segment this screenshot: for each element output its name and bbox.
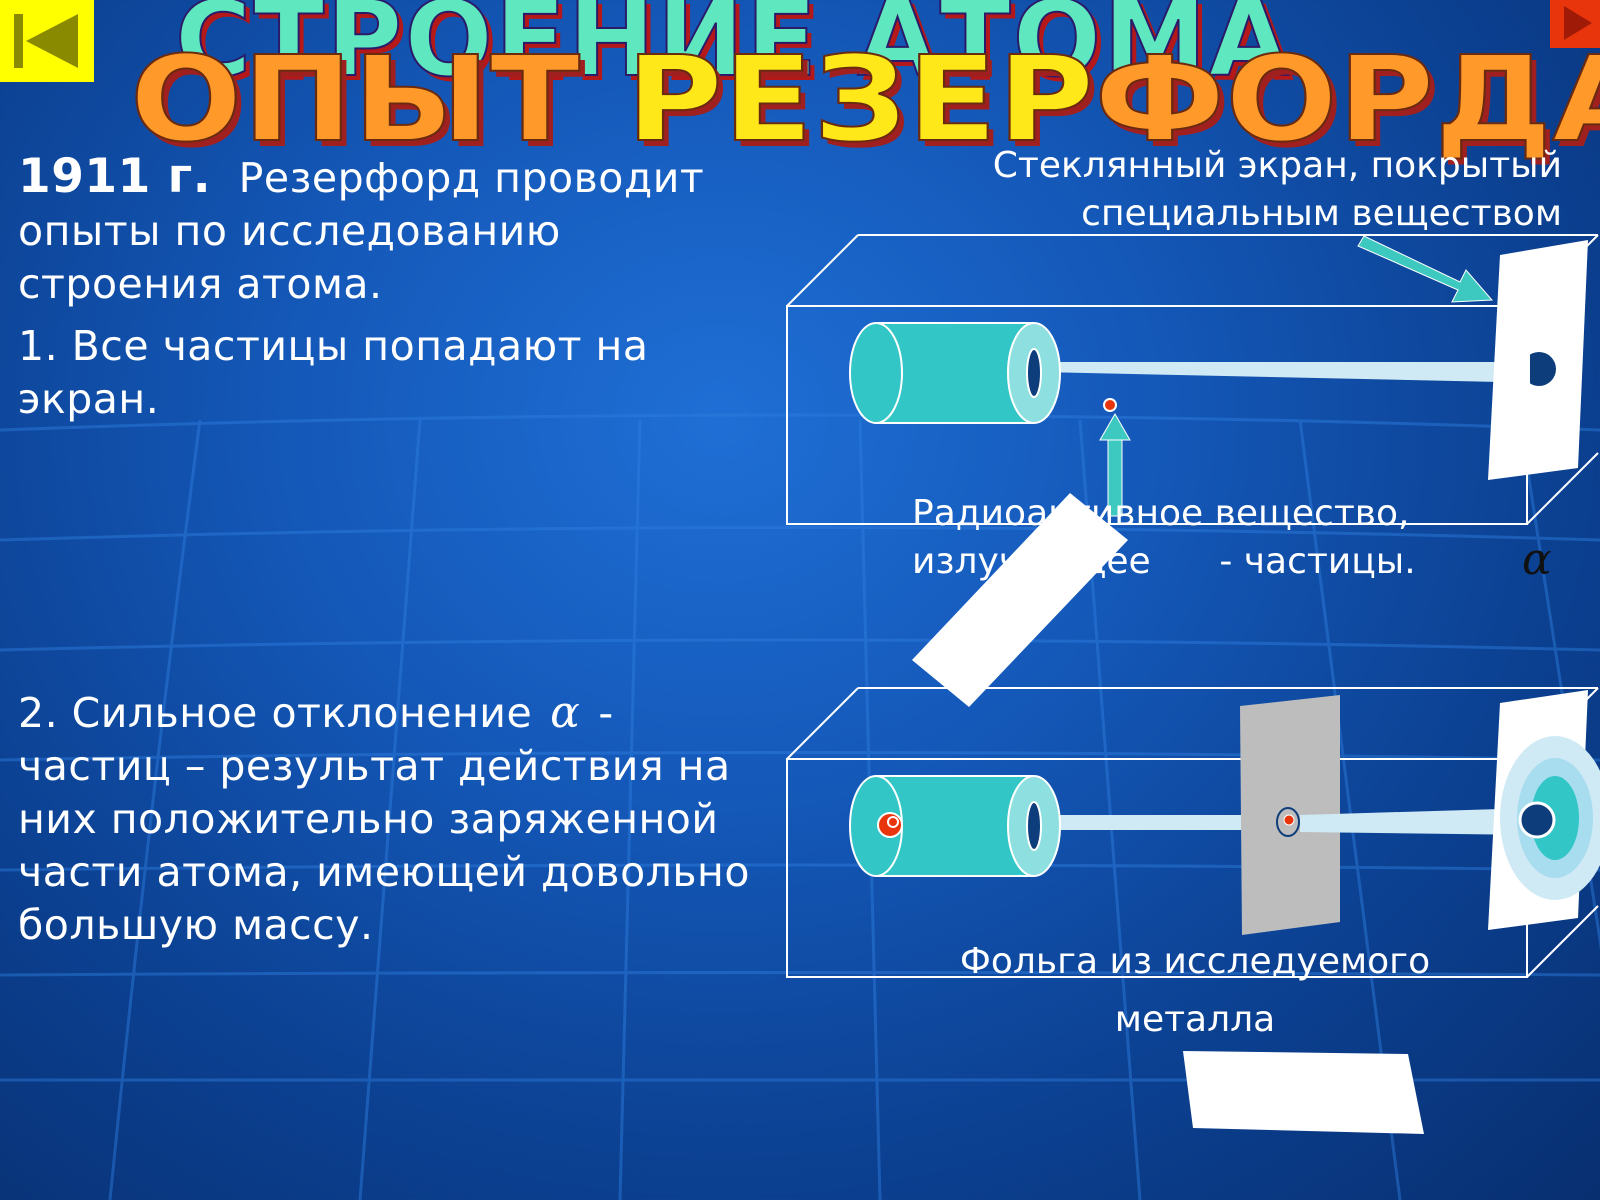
alpha-symbol: α bbox=[1522, 534, 1552, 585]
alpha-beam-2b bbox=[1300, 808, 1532, 835]
glass-screen-label-line-1: Стеклянный экран, покрытый bbox=[992, 145, 1562, 186]
screen-pointer-arrow bbox=[1357, 235, 1494, 303]
radioactive-source-label-line-2: излучающее - частицы. bbox=[912, 541, 1416, 582]
foil-nucleus-ring bbox=[1276, 807, 1300, 837]
foil-label-line-1: Фольга из исследуемого bbox=[959, 941, 1431, 982]
glass-screen-label-line-2: специальным веществом bbox=[1081, 193, 1562, 234]
skip-back-icon bbox=[14, 14, 78, 68]
radioactive-source-label-line-1: Радиоактивное вещество, bbox=[912, 493, 1410, 534]
intro-paragraph: 1911 г. Резерфорд проводит опыты по иссл… bbox=[18, 150, 778, 311]
next-button[interactable] bbox=[1550, 0, 1600, 48]
alpha-particle-dot bbox=[1103, 398, 1117, 412]
point-2-prefix: 2. Сильное отклонение bbox=[18, 689, 533, 737]
foil-label: Фольга из исследуемого металла bbox=[935, 933, 1455, 1049]
title-sub-word-3: ФОРДА bbox=[1093, 29, 1600, 169]
title-main: СТРОЕНИЕ АТОМА bbox=[174, 0, 1292, 101]
play-forward-icon bbox=[1564, 6, 1592, 40]
point-2-suffix: - частиц – результат действия на них пол… bbox=[18, 689, 750, 949]
radioactive-source-cylinder-1 bbox=[849, 322, 1061, 424]
title-sub-word-1: ОПЫТ bbox=[129, 29, 581, 169]
foil-nucleus bbox=[1283, 814, 1295, 826]
source-pointer-arrow bbox=[1099, 412, 1131, 517]
screen-1-hit-spot bbox=[1522, 352, 1556, 386]
alpha-beam-1 bbox=[1040, 362, 1500, 382]
intro-year: 1911 г. bbox=[18, 149, 212, 204]
point-1-text: 1. Все частицы попадают на экран. bbox=[18, 322, 649, 423]
point-2-paragraph: 2. Сильное отклонение α- частиц – результ… bbox=[18, 686, 778, 952]
title-sub-word-2: РЕЗЕР bbox=[625, 29, 1095, 169]
foil-label-line-2: металла bbox=[1114, 999, 1276, 1040]
alpha-symbol-inline: α bbox=[550, 687, 581, 738]
glass-screen-label: Стеклянный экран, покрытый специальным в… bbox=[993, 142, 1562, 238]
back-button[interactable] bbox=[0, 0, 94, 82]
cover-card-1 bbox=[912, 493, 1128, 707]
intro-text: Резерфорд проводит опыты по исследованию… bbox=[18, 154, 705, 308]
radioactive-source-label: Радиоактивное вещество, излучающее - час… bbox=[912, 490, 1416, 586]
title-sub: ОПЫТ РЕЗЕРФОРДА bbox=[129, 29, 1600, 169]
alpha-beam-2a bbox=[1040, 815, 1250, 830]
screen-2-hit-spot bbox=[1518, 801, 1556, 839]
radioactive-source-cylinder-2 bbox=[849, 775, 1061, 877]
cover-card-2 bbox=[1183, 1051, 1424, 1134]
